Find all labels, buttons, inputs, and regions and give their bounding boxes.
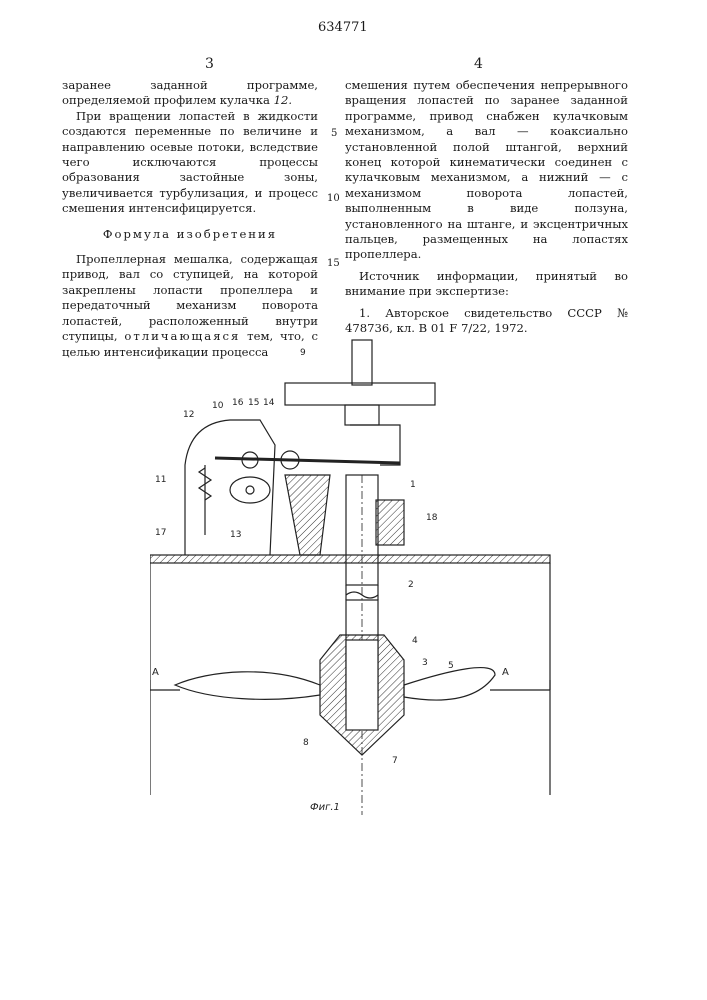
shaft-collar: [345, 405, 379, 425]
blade-right: [404, 668, 495, 700]
label-14: 14: [263, 398, 275, 408]
label-10: 10: [212, 401, 224, 411]
patent-number: 634771: [318, 20, 368, 35]
line-number-15: 15: [327, 258, 340, 269]
cam-axis: [246, 486, 254, 494]
label-18: 18: [426, 513, 438, 523]
section-label-left: А: [152, 667, 159, 678]
label-16: 16: [232, 398, 244, 408]
base-plate: [150, 555, 550, 563]
label-3: 3: [422, 658, 428, 668]
cam: [230, 477, 270, 503]
left-page-number: 3: [205, 56, 214, 72]
left-column: заранее заданной программе, определяемой…: [62, 78, 318, 360]
blade-left: [175, 672, 320, 700]
figure-caption: Фиг.1: [310, 802, 340, 813]
right-column: смешения путем обеспечения непрерывного …: [345, 78, 628, 337]
line-number-10: 10: [327, 193, 340, 204]
left-paragraph-2: При вращении лопастей в жидкости создают…: [62, 109, 318, 217]
label-2: 2: [408, 580, 414, 590]
label-15: 15: [248, 398, 259, 408]
label-7: 7: [392, 756, 398, 766]
line-number-5: 5: [331, 128, 337, 139]
label-17: 17: [155, 528, 166, 538]
left-paragraph-1: заранее заданной программе, определяемой…: [62, 78, 318, 109]
claims-heading: Формула изобретения: [62, 227, 318, 242]
label-13: 13: [230, 530, 241, 540]
technical-drawing: 9 12 10 16 15 14 11 17 13 1 18 2 4 3 5 8…: [150, 325, 560, 829]
bevel-gear: [285, 475, 330, 555]
upper-shaft: [352, 340, 372, 385]
label-11: 11: [155, 475, 166, 485]
section-label-right: А: [502, 667, 509, 678]
label-5: 5: [448, 661, 454, 671]
bearing-block: [376, 500, 404, 545]
label-8: 8: [303, 738, 309, 748]
hub-slider: [346, 640, 378, 730]
label-4: 4: [412, 636, 418, 646]
label-9: 9: [300, 348, 306, 358]
source-title: Источник информации, принятый во внимани…: [345, 269, 628, 300]
label-12: 12: [183, 410, 194, 420]
right-paragraph-1: смешения путем обеспечения непрерывного …: [345, 78, 628, 263]
label-1: 1: [410, 480, 416, 490]
drive-disk: [285, 383, 435, 405]
right-page-number: 4: [474, 56, 483, 72]
cam-bracket: [350, 425, 400, 465]
